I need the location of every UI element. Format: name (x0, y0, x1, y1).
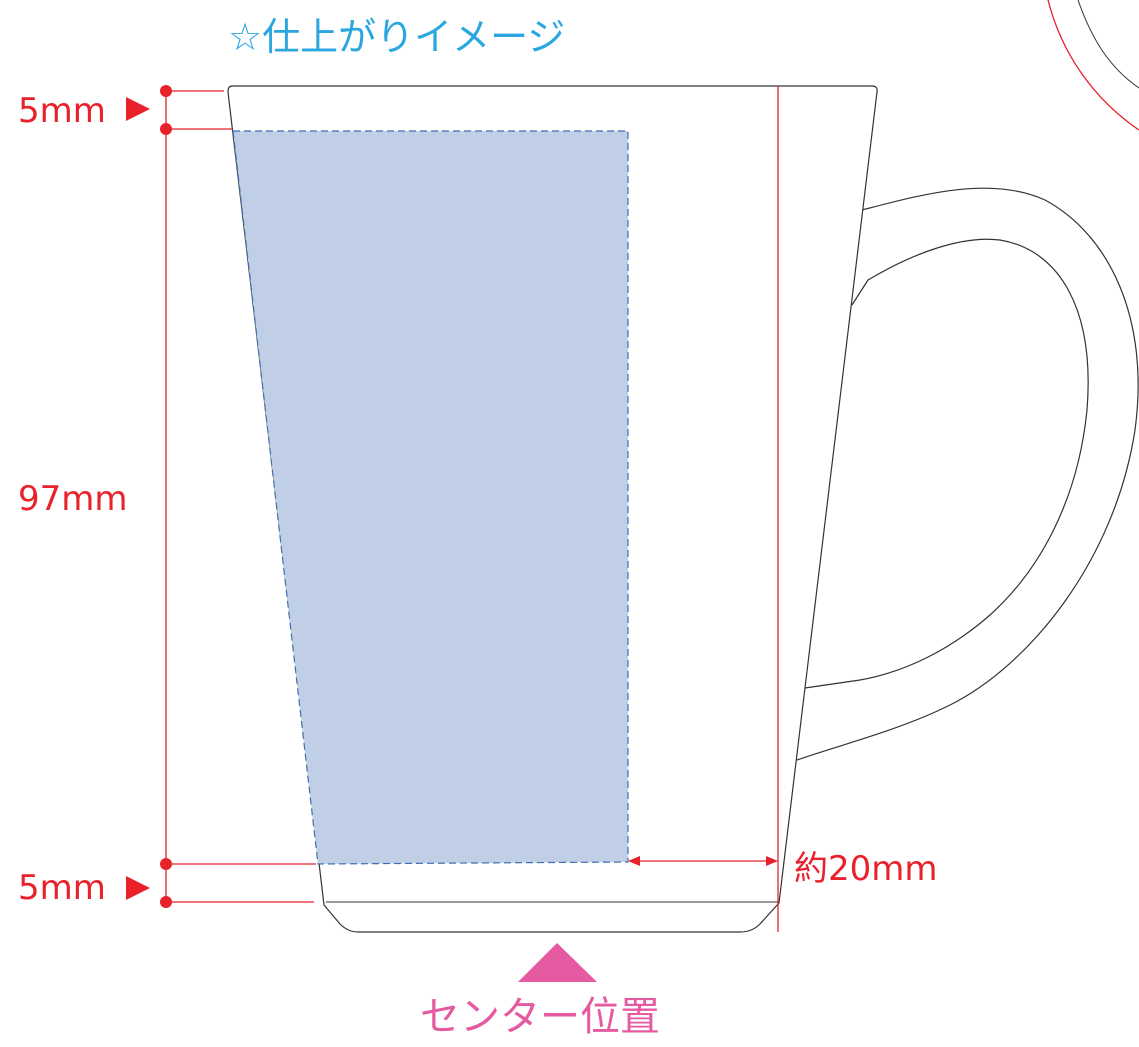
dimension-point-top (160, 85, 172, 97)
offset-arrow-right-icon (766, 856, 778, 866)
print-height-label: 97mm (18, 479, 128, 519)
height-dimension (126, 85, 316, 908)
decorative-arc (1047, 0, 1139, 131)
bottom-margin-label: 5mm (18, 868, 106, 908)
mug-handle (796, 187, 1139, 761)
right-offset-label: 約20mm (794, 849, 938, 889)
center-position-label: センター位置 (420, 994, 660, 1040)
right-offset-dimension (628, 856, 778, 866)
offset-arrow-left-icon (628, 856, 640, 866)
dimension-point-print-top (160, 123, 172, 135)
page-title: ☆仕上がりイメージ (228, 15, 565, 59)
top-margin-arrow-icon (126, 97, 150, 121)
bottom-margin-arrow-icon (126, 876, 150, 900)
center-marker-icon (518, 943, 597, 982)
top-margin-label: 5mm (18, 91, 106, 131)
dimension-point-print-bottom (160, 858, 172, 870)
dimension-point-bottom (160, 896, 172, 908)
print-area (232, 130, 629, 865)
